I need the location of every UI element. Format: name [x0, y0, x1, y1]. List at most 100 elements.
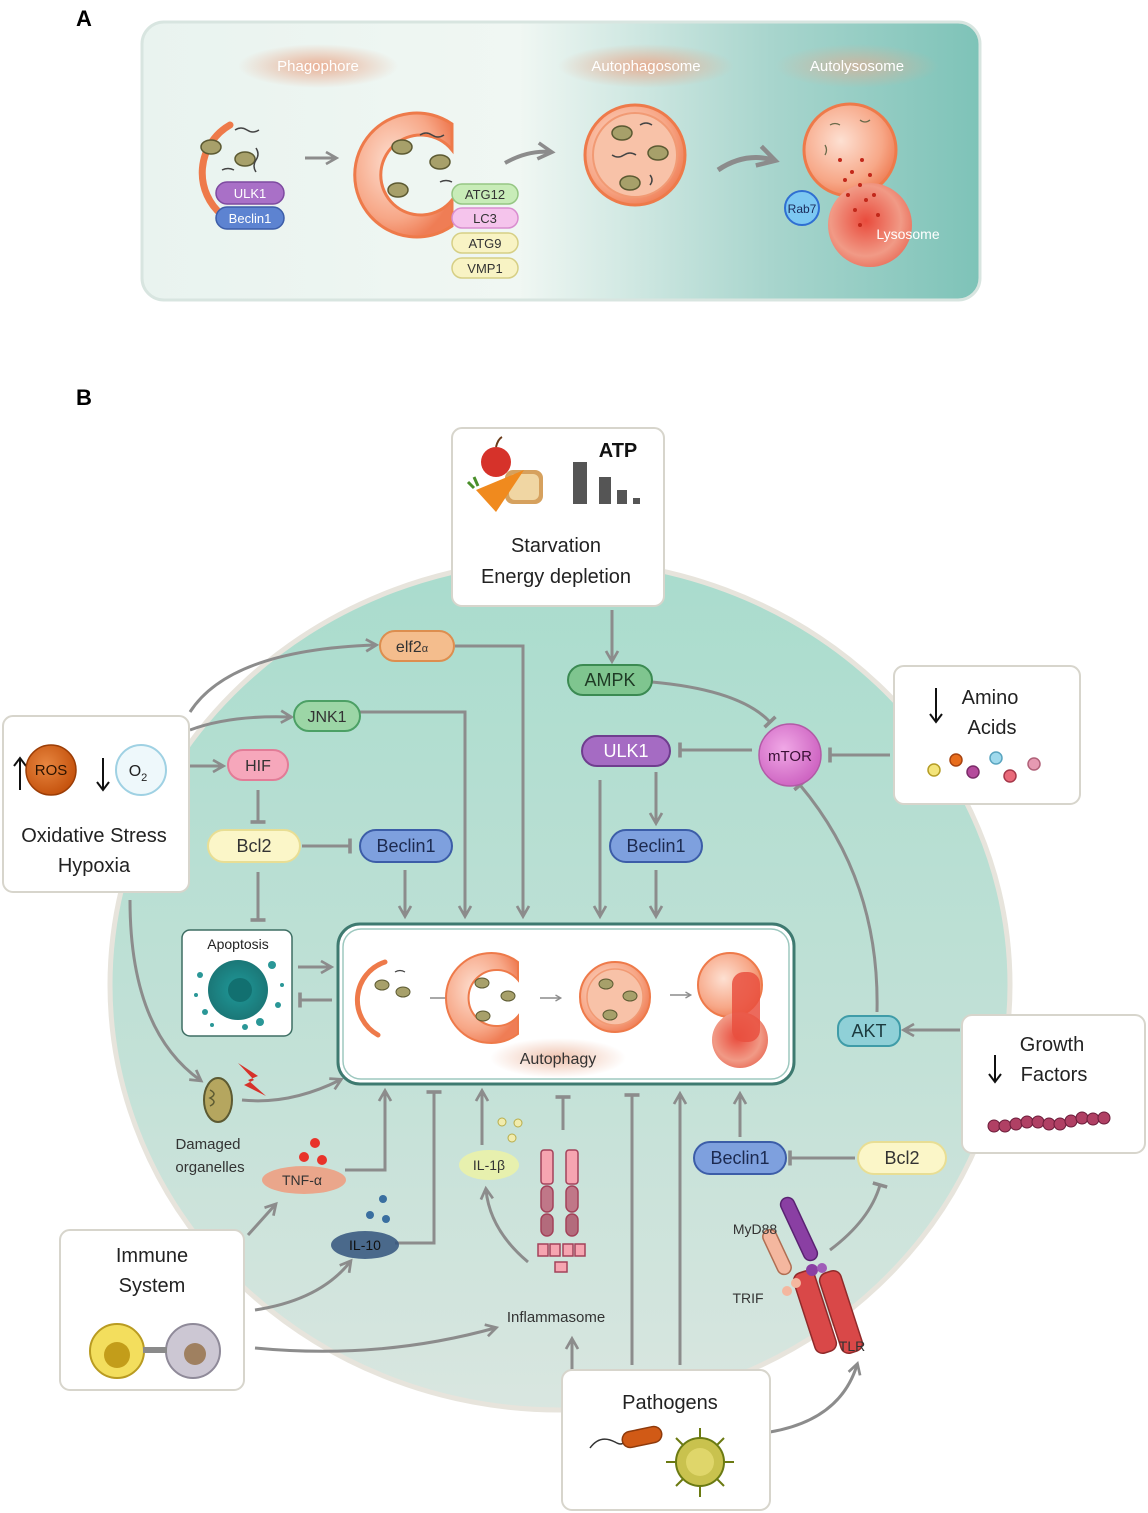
bcl2-left-node: [207, 829, 301, 863]
il1b-label: IL-1β: [473, 1157, 505, 1173]
mtor-label: mTOR: [768, 748, 812, 765]
cytoplasm-squiggle: [611, 122, 653, 186]
bcl2-left-label: Bcl2: [236, 836, 271, 856]
mitochondrion-icon: [374, 979, 411, 998]
up-arrow-icon: [13, 756, 27, 790]
tlr-receptor-icon: [762, 1196, 864, 1355]
food-icon: [466, 436, 543, 512]
ulk1-node: [581, 735, 671, 767]
growth-line2: Factors: [1021, 1064, 1088, 1086]
damaged-line1: Damaged: [175, 1136, 240, 1153]
cytoplasm-squiggle: [221, 127, 260, 173]
bacterium-icon: [589, 1425, 663, 1449]
ampk-node: [567, 664, 653, 696]
apoptotic-cell-icon: [194, 960, 284, 1030]
phagophore-cup: [445, 952, 519, 1044]
akt-label: AKT: [851, 1021, 886, 1041]
tnfa-dots-icon: [299, 1138, 327, 1165]
stage-label-glow: [775, 44, 939, 88]
tnfa-glow: [262, 1166, 346, 1194]
immune-line1: Immune: [116, 1245, 188, 1267]
lc3-pill: [451, 207, 519, 229]
trif-label: TRIF: [732, 1290, 763, 1306]
phagophore-membrane: [198, 121, 234, 219]
inflammasome-label: Inflammasome: [507, 1309, 605, 1326]
rab7-label: Rab7: [788, 202, 817, 216]
bcl2-bottom-label: Bcl2: [884, 1148, 919, 1168]
o2-icon: [115, 744, 167, 796]
vmp1-label: VMP1: [467, 261, 502, 276]
atg9-label: ATG9: [469, 236, 502, 251]
mitochondrion-icon: [200, 139, 256, 167]
lc3-label: LC3: [473, 211, 497, 226]
atg9-pill: [451, 232, 519, 254]
jnk1-label: JNK1: [307, 709, 346, 726]
amino-line2: Acids: [968, 717, 1017, 739]
eif2a-node: [379, 630, 455, 662]
il10-glow: [331, 1231, 399, 1259]
autophagy-label: Autophagy: [520, 1051, 597, 1068]
pathogens-label: Pathogens: [622, 1392, 718, 1414]
ros-label: ROS: [35, 762, 68, 779]
il10-label: IL-10: [349, 1237, 381, 1253]
eif2a-main: elf2: [396, 639, 422, 656]
panel-a-background: [140, 20, 982, 302]
ampk-label: AMPK: [584, 670, 635, 690]
beclin1-right-node: [609, 829, 703, 863]
starvation-line1: Starvation: [511, 535, 601, 557]
oxidative-line1: Oxidative Stress: [21, 825, 167, 847]
mitochondrion-icon: [474, 977, 516, 1022]
ros-icon: [25, 744, 77, 796]
stage-label-phagophore: Phagophore: [277, 58, 359, 75]
down-arrow-icon: [929, 688, 943, 724]
immune-cells-icon: [89, 1323, 221, 1379]
cytoplasm-squiggle: [419, 132, 453, 183]
o2-subscript: 2: [141, 772, 147, 784]
atp-bar-icon: [573, 462, 640, 504]
akt-node: [837, 1015, 901, 1047]
tlr-label: TLR: [839, 1338, 865, 1354]
beclin1-bottom-node: [693, 1141, 787, 1175]
tnfa-label: TNF-α: [282, 1172, 322, 1188]
immune-line2: System: [119, 1275, 186, 1297]
stage-label-autolysosome: Autolysosome: [810, 58, 904, 75]
degradation-dots: [838, 158, 880, 227]
stage-label-glow: [238, 44, 398, 88]
bcl2-bottom-node: [857, 1141, 947, 1175]
beclin1-label: Beclin1: [229, 211, 272, 226]
autophagy-label-glow: [490, 1038, 626, 1078]
hif-label: HIF: [245, 758, 271, 775]
il10-dots-icon: [366, 1195, 390, 1223]
down-arrow-icon: [988, 1055, 1002, 1084]
eif2a-suffix: α: [422, 643, 429, 655]
lysosome: [828, 183, 912, 267]
amino-line1: Amino: [962, 687, 1019, 709]
beclin1-left-label: Beclin1: [376, 836, 435, 856]
mitochondrion-icon: [387, 139, 451, 198]
rab7-badge: [784, 190, 820, 226]
cytoplasm-squiggle: [824, 119, 871, 156]
stage-label-autophagosome: Autophagosome: [591, 58, 700, 75]
amino-acid-dots: [927, 751, 1041, 783]
ulk1-label: ULK1: [234, 186, 267, 201]
pathway-arrows: [128, 610, 960, 1434]
beclin1-left-node: [359, 829, 453, 863]
virus-icon: [666, 1428, 734, 1497]
vmp1-pill: [451, 257, 519, 279]
down-arrow-icon: [96, 758, 110, 792]
panel-a-letter: A: [76, 6, 92, 31]
ulk1-pill: [215, 181, 285, 205]
mitochondrion-icon: [611, 125, 669, 191]
starvation-line2: Energy depletion: [481, 566, 631, 588]
lysosome-label: Lysosome: [876, 226, 940, 242]
o2-main: O: [129, 763, 141, 780]
apoptosis-label: Apoptosis: [207, 936, 268, 952]
panel-b-letter: B: [76, 385, 92, 410]
myd88-label: MyD88: [733, 1221, 778, 1237]
stage-label-glow: [558, 44, 734, 88]
damaged-line2: organelles: [175, 1159, 244, 1176]
ulk1-label: ULK1: [603, 741, 648, 761]
inflammasome-icon: [537, 1149, 586, 1273]
beclin1-pill: [215, 206, 285, 230]
